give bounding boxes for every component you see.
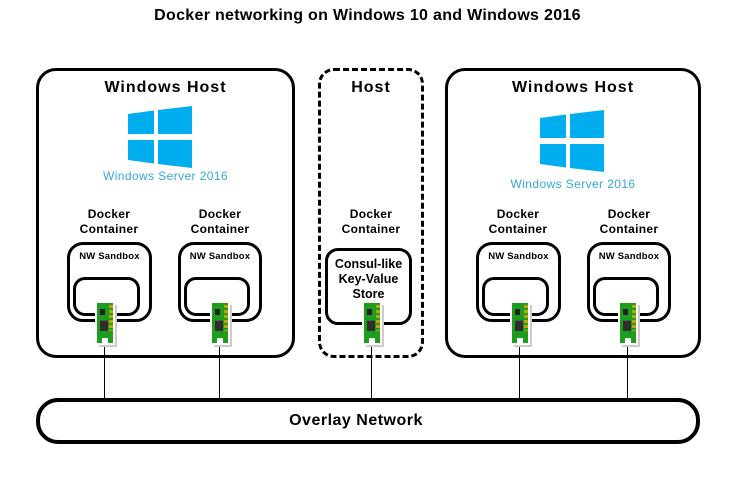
windows-host-left: Windows Host Windows Server 2016 Docker … — [36, 68, 295, 358]
nic-notch — [517, 338, 523, 343]
diagram-title: Docker networking on Windows 10 and Wind… — [154, 7, 581, 24]
nic-chip — [623, 309, 628, 315]
nic-pins — [524, 305, 528, 331]
windows-logo-icon — [128, 106, 192, 168]
windows-host-right: Windows Host Windows Server 2016 Docker … — [445, 68, 701, 358]
windows-logo-icon — [540, 110, 604, 172]
connector-line — [219, 345, 220, 398]
connector-line — [627, 345, 628, 398]
network-adapter-icon — [210, 301, 230, 345]
nic-pins — [109, 305, 113, 331]
nic-chip — [100, 320, 108, 331]
nic-notch — [102, 338, 108, 343]
nic-notch — [217, 338, 223, 343]
os-caption: Windows Server 2016 — [103, 169, 228, 183]
kv-store-label-line1: Consul-like — [334, 257, 403, 271]
nw-sandbox-box: NW Sandbox — [587, 242, 671, 322]
nic-pins — [224, 305, 228, 331]
nic-pins — [376, 305, 380, 331]
nw-sandbox-label: NW Sandbox — [189, 251, 251, 262]
docker-container-label: Docker Container — [488, 207, 548, 236]
nw-sandbox-label: NW Sandbox — [79, 251, 140, 262]
overlay-network-label: Overlay Network — [289, 412, 423, 429]
host-title: Windows Host — [511, 79, 635, 96]
nic-chip — [515, 320, 523, 331]
network-adapter-icon — [618, 301, 638, 345]
network-adapter-icon — [510, 301, 530, 345]
host-title: Host — [351, 79, 391, 96]
overlay-network-box: Overlay Network — [36, 398, 700, 444]
docker-container-label: Docker Container — [599, 207, 659, 236]
nic-chip — [367, 309, 372, 315]
nic-chip — [215, 320, 223, 331]
connector-line — [104, 345, 105, 398]
nic-chip — [100, 309, 105, 315]
network-adapter-icon — [95, 301, 115, 345]
nw-sandbox-label: NW Sandbox — [598, 251, 660, 262]
nic-chip — [515, 309, 520, 315]
docker-container-label: Docker Container — [79, 207, 139, 236]
nic-notch — [625, 338, 631, 343]
kv-store-label-line2: Key-Value — [338, 272, 399, 286]
host-title: Windows Host — [104, 79, 227, 96]
network-adapter-icon — [362, 301, 382, 345]
docker-container-label: Docker Container — [190, 207, 250, 236]
os-caption: Windows Server 2016 — [510, 177, 636, 191]
docker-container-label: Docker Container — [341, 207, 401, 236]
nw-sandbox-label: NW Sandbox — [488, 251, 549, 262]
nic-chip — [215, 309, 220, 315]
nic-pins — [632, 305, 636, 331]
connector-line — [371, 345, 372, 398]
nic-chip — [623, 320, 631, 331]
connector-line — [519, 345, 520, 398]
kv-store-label-line3: Store — [352, 287, 385, 301]
nic-notch — [369, 338, 375, 343]
nic-chip — [367, 320, 375, 331]
